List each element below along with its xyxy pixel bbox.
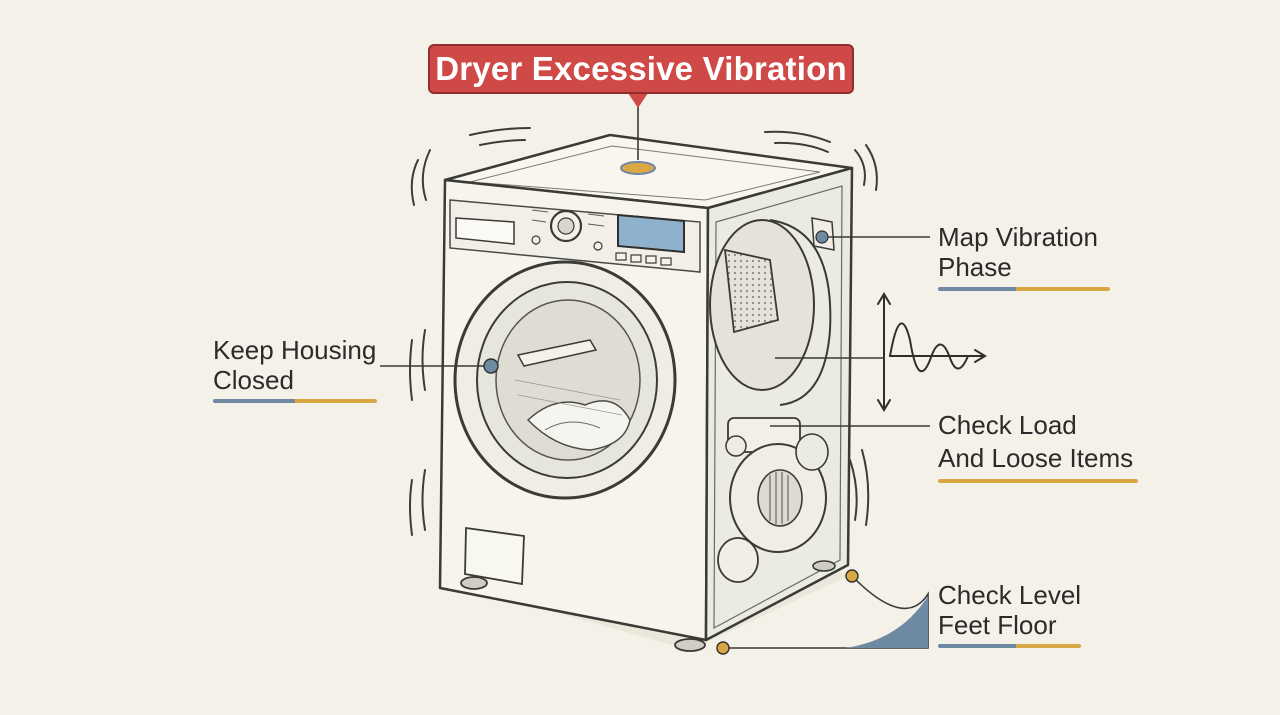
vibration-marks [409,127,878,536]
callout-underline [938,287,1110,291]
callout-line: Keep Housing [213,335,377,365]
callout-line: And Loose Items [938,443,1134,473]
diagram-title: Dryer Excessive Vibration [428,44,854,94]
callout-check-load: Check Load And Loose Items [938,410,1133,473]
callout-underline [938,479,1138,483]
callout-check-level-feet: Check Level Feet Floor [938,580,1081,640]
callout-keep-housing-closed: Keep Housing Closed [213,335,376,395]
callout-map-vibration-phase: Map Vibration Phase [938,222,1098,282]
callout-line: Check Load [938,410,1077,440]
callout-line: Feet Floor [938,610,1057,640]
callout-underline [213,399,377,403]
callout-line: Map Vibration [938,222,1098,252]
callout-underline [938,644,1081,648]
vibration-wave-icon [877,292,987,412]
callout-line: Phase [938,252,1012,282]
callout-line: Closed [213,365,294,395]
callout-line: Check Level [938,580,1082,610]
